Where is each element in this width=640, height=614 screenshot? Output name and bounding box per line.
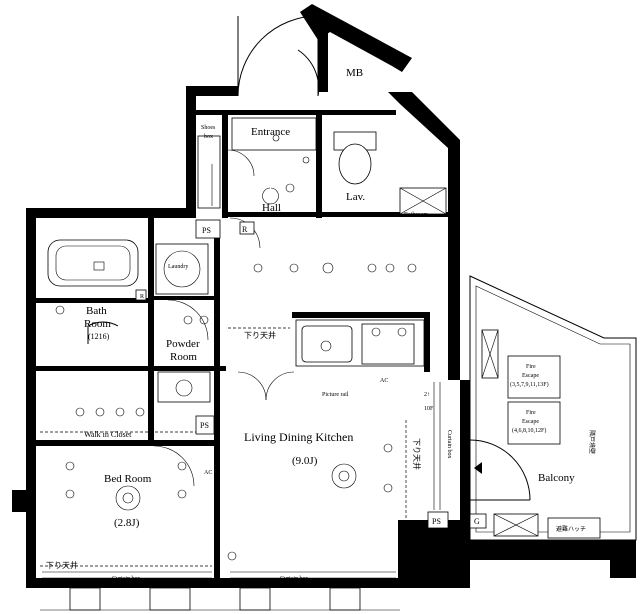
bath-label-2: Room: [84, 318, 111, 330]
fire-escape-2-line-3: (4,6,8,10,12F): [512, 427, 546, 434]
bath-room: [47, 239, 209, 344]
ps-bottom-label: PS: [432, 517, 441, 526]
fire-escape-2-line-2: Escape: [522, 419, 539, 425]
kitchen-width-label: W=1,680: [346, 312, 369, 318]
hall-label: Hall: [262, 202, 281, 214]
powder-label-1: Powder: [166, 338, 200, 350]
sagari-label-1: 下り天井: [244, 330, 276, 340]
ps-box-top: [195, 219, 221, 239]
powder-label-2: Room: [170, 351, 197, 363]
ac-kitchen-label: AC: [380, 378, 388, 384]
powder-room: [157, 299, 211, 403]
balcony-label: Balcony: [538, 472, 575, 484]
ps-box-bottom: [427, 511, 449, 529]
curtain-box-side-label: Curtain box: [446, 430, 452, 459]
entrance-door: [237, 15, 320, 97]
ldk-label: Living Dining Kitchen: [244, 430, 353, 444]
utility-boxes: [135, 135, 449, 529]
balcony-wall-label: 隣戸境壁: [588, 430, 596, 454]
ps-box-mid: [195, 415, 215, 435]
shoes-box-label-1: Shoes: [201, 125, 216, 131]
dim-10f-label: 10F: [424, 406, 434, 412]
fire-escape-1-line-3: (3,5,7,9,11,13F): [510, 381, 549, 388]
dim-21-label: 2↑: [424, 392, 430, 398]
ac-bed-label: AC: [204, 470, 212, 476]
fire-escape-1-line-1: Fire: [526, 364, 536, 370]
bathroom-rack-label: Bathroom: [404, 212, 428, 218]
bed-room-label: Bed Room: [104, 473, 152, 485]
toilet: [231, 117, 377, 205]
outlet-note-label: 避難ハッチ: [556, 525, 586, 533]
r-bath-label: R: [140, 294, 144, 300]
fire-escape-1-line-2: Escape: [522, 373, 539, 379]
ldk-size-label: (9.0J): [292, 455, 318, 467]
g-label: G: [474, 517, 480, 526]
r-top-label: R: [242, 225, 248, 234]
kitchen-counter: [295, 319, 425, 367]
mb-label: MB: [346, 67, 363, 79]
bath-label-1: Bath: [86, 305, 107, 317]
curtain-box-left-label: Curtain box: [112, 576, 141, 582]
sagari-label-3: 下り天井: [412, 438, 422, 470]
labels: MB Shoes box Entrance Hall Lav. Bathroom…: [46, 67, 596, 582]
lav-label: Lav.: [346, 191, 365, 203]
bed-size-label: (2.8J): [114, 517, 140, 529]
fire-escape-2-line-1: Fire: [526, 410, 536, 416]
ps-mid-label: PS: [200, 421, 209, 430]
entrance-label: Entrance: [251, 126, 290, 138]
light-fixtures: [55, 134, 417, 561]
exterior-walls: [12, 4, 636, 588]
sagari-label-2: 下り天井: [46, 560, 78, 570]
closet-and-curtains: [40, 327, 441, 611]
bath-label-3: (1216): [88, 332, 110, 341]
laundry-label: Laundry: [168, 264, 188, 270]
balcony-area: [469, 275, 637, 541]
picture-rail-label: Picture rail: [322, 392, 349, 398]
walk-in-closet-label: Walk in Closet: [84, 430, 132, 439]
curtain-box-right-label: Curtain box: [280, 576, 309, 582]
interior-walls: [36, 110, 452, 580]
ps-top-label: PS: [202, 226, 211, 235]
shoes-box-label-2: box: [204, 134, 213, 140]
